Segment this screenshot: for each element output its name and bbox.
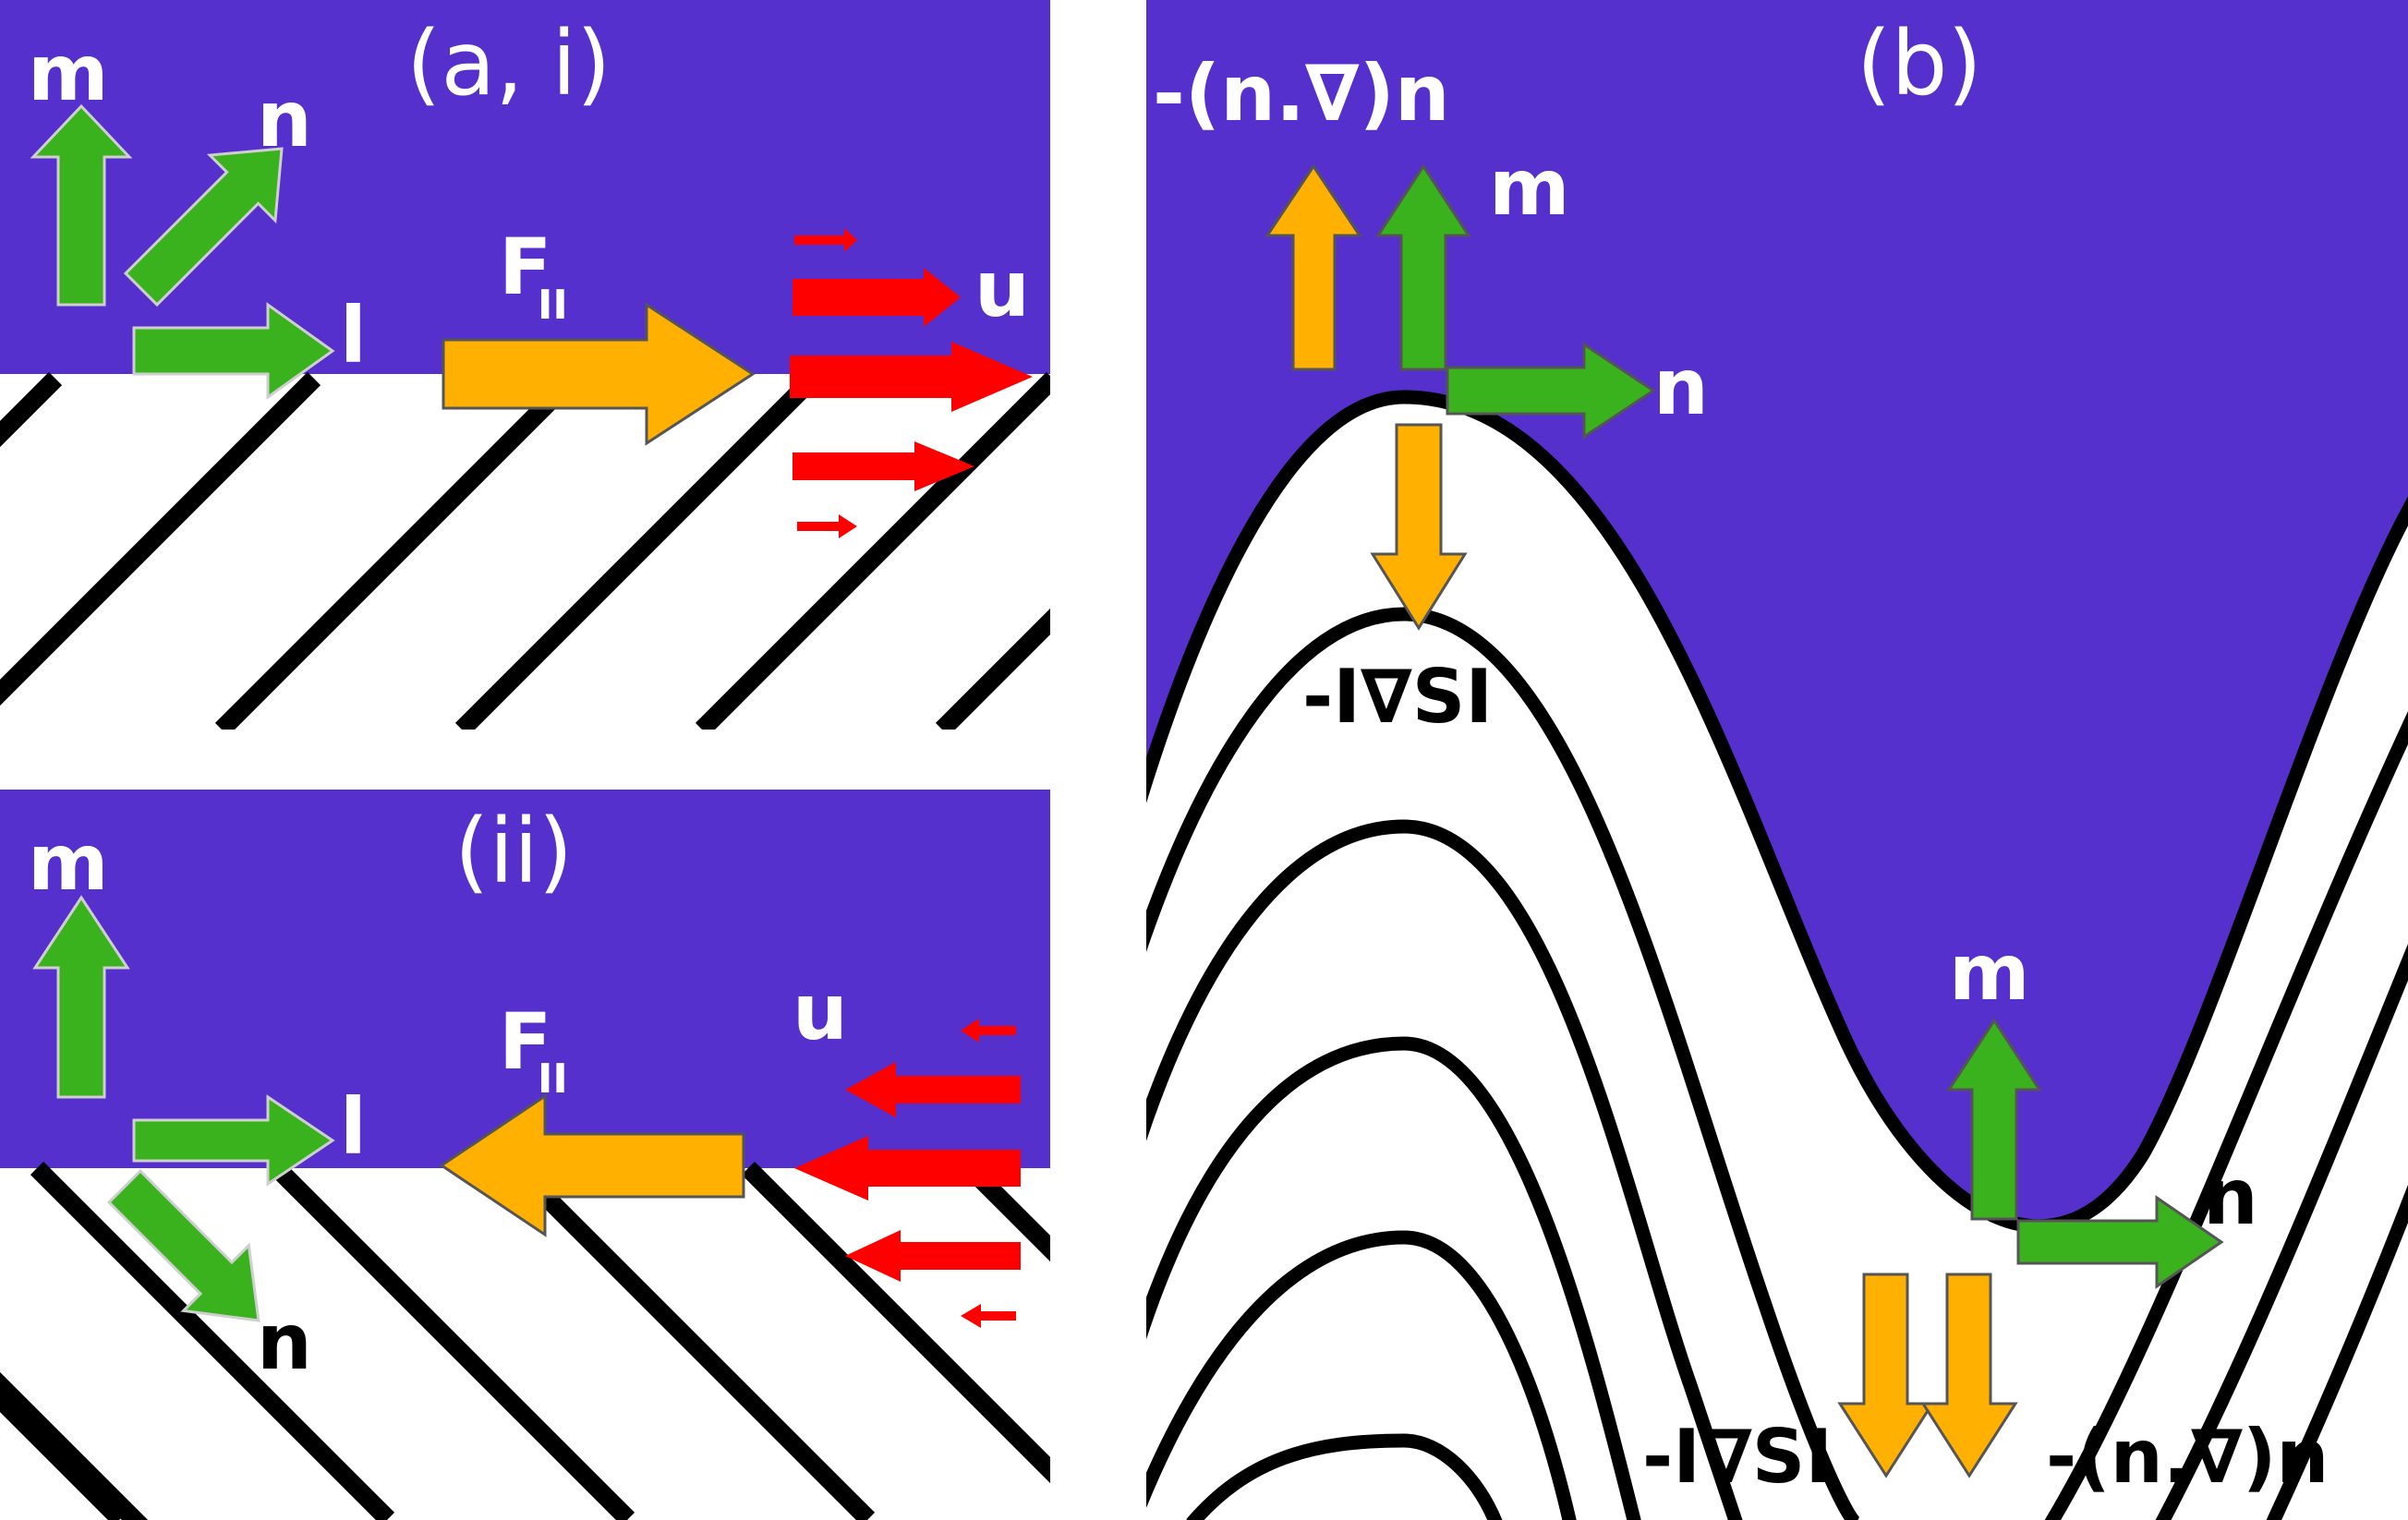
- flow-profile-a-i: [790, 228, 1033, 538]
- force-subscript-a-i: II: [538, 282, 568, 329]
- l-arrow-a-ii: [132, 1094, 335, 1187]
- flow-arrow: [845, 1062, 1021, 1117]
- panel-title-b: (b): [1857, 12, 1982, 115]
- grad-label-b-top: -I∇SI: [1302, 654, 1493, 740]
- flow-arrow: [961, 1019, 1016, 1043]
- m-arrow-a-ii: [32, 895, 130, 1099]
- flow-label-a-ii: u: [793, 967, 848, 1057]
- grad-arrow-b-bottom: [1837, 1273, 1935, 1478]
- m-arrow-a-i: [30, 103, 133, 307]
- l-label-a-i: l: [340, 290, 367, 380]
- force-subscript-a-ii: II: [538, 1056, 568, 1103]
- n-label-b-top: n: [1653, 342, 1709, 432]
- n-label-b-bottom: n: [2203, 1152, 2258, 1242]
- flow-label-a-i: u: [974, 244, 1030, 334]
- force-label-a-ii: F: [499, 996, 551, 1087]
- l-label-a-ii: l: [340, 1081, 367, 1172]
- m-arrow-b-top: [1375, 163, 1471, 371]
- flow-arrow: [793, 441, 974, 491]
- flow-arrow: [845, 1230, 1021, 1282]
- force-arrow-a-ii: [439, 1093, 745, 1237]
- panel-b: m -(n.∇)n n -I∇SI m n -I∇SI: [1146, 0, 2408, 1520]
- curvature-arrow-b-top: [1265, 163, 1362, 371]
- m-arrow-b-bottom: [1946, 1018, 2042, 1221]
- m-label-a-ii: m: [28, 817, 109, 908]
- m-label-b-bottom: m: [1949, 927, 2030, 1018]
- n-arrow-a-ii: [106, 1168, 260, 1322]
- n-arrow-b-top: [1446, 342, 1656, 440]
- flow-arrow: [793, 268, 961, 327]
- n-label-a-ii: n: [257, 1297, 312, 1387]
- panel-title-a-i: (a, i): [406, 12, 611, 115]
- flow-arrow: [794, 1136, 1021, 1200]
- curvature-label-b-top: -(n.∇)n: [1153, 48, 1450, 139]
- panel-a-i: m n l F II u (a, i): [0, 0, 1050, 730]
- flow-arrow: [961, 1304, 1016, 1328]
- n-arrow-b-bottom: [2016, 1195, 2224, 1289]
- fluid-region-b: [1146, 0, 2408, 1226]
- curvature-arrow-b-bottom: [1920, 1273, 2018, 1478]
- smectic-layers-a-i: [0, 371, 1050, 730]
- n-arrow-a-i: [123, 147, 284, 308]
- panel-a-ii: m l n F II u (ii): [0, 790, 1050, 1520]
- n-label-a-i: n: [257, 74, 312, 164]
- l-arrow-a-i: [132, 302, 335, 400]
- panel-title-a-ii: (ii): [454, 800, 573, 903]
- m-label-b-top: m: [1489, 142, 1570, 233]
- smectic-layers-a-ii: [0, 1161, 1050, 1520]
- flow-profile-a-ii: [794, 1019, 1021, 1328]
- force-label-a-i: F: [499, 222, 551, 312]
- force-arrow-a-i: [442, 302, 756, 446]
- smectic-layers-b: [1146, 390, 2408, 1520]
- flow-arrow: [797, 514, 857, 538]
- flow-arrow: [794, 228, 857, 252]
- grad-label-b-bottom: -I∇SI: [1642, 1414, 1833, 1500]
- flow-arrow: [790, 342, 1033, 412]
- grad-arrow-b-top: [1370, 423, 1468, 631]
- m-label-a-i: m: [28, 28, 109, 118]
- curvature-label-b-bottom: -(n.∇)n: [2046, 1414, 2329, 1500]
